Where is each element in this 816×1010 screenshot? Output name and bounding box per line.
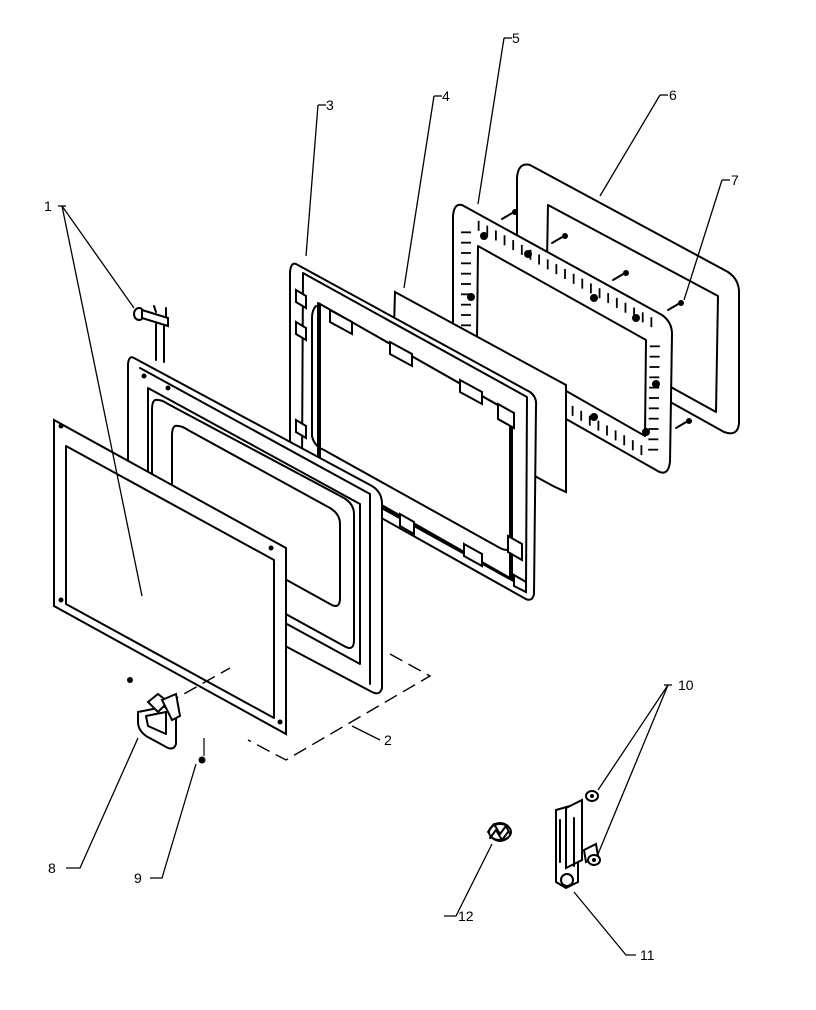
callout-5: 5 bbox=[512, 30, 520, 46]
screw-icon bbox=[667, 300, 684, 311]
callout-11: 11 bbox=[640, 947, 655, 963]
part-9-pin bbox=[127, 677, 206, 764]
callout-8: 8 bbox=[48, 860, 56, 876]
screw-icon bbox=[612, 270, 629, 281]
screw-icon bbox=[585, 790, 599, 802]
part-10-screws bbox=[585, 790, 601, 866]
part-2-door-body bbox=[127, 356, 383, 695]
callout-6: 6 bbox=[669, 87, 677, 103]
callout-10: 10 bbox=[678, 677, 694, 693]
callout-7: 7 bbox=[731, 172, 739, 188]
callout-12: 12 bbox=[458, 908, 474, 924]
frame-tabs bbox=[295, 288, 527, 594]
callout-2: 2 bbox=[384, 732, 392, 748]
screw-icon bbox=[501, 209, 518, 220]
callout-1: 1 bbox=[44, 198, 52, 214]
callout-labels: 1 2 3 4 5 6 7 8 9 10 11 12 bbox=[44, 30, 739, 963]
part-11-latch-bracket bbox=[555, 798, 600, 890]
callout-4: 4 bbox=[442, 88, 450, 104]
front-panel bbox=[53, 418, 287, 736]
screw-icon bbox=[587, 854, 601, 866]
callout-3: 3 bbox=[326, 97, 334, 113]
part-12-spring bbox=[487, 822, 512, 842]
part-7-screws bbox=[501, 209, 692, 429]
callout-9: 9 bbox=[134, 870, 142, 886]
part-1-hinge-upper bbox=[133, 305, 169, 363]
screw-icon bbox=[675, 418, 692, 429]
part-8-latch-handle bbox=[137, 692, 182, 750]
part-5-choke-frame bbox=[452, 203, 674, 474]
leader-lines bbox=[58, 37, 730, 956]
screw-icon bbox=[551, 233, 568, 244]
part-3-inner-frame bbox=[288, 262, 538, 601]
